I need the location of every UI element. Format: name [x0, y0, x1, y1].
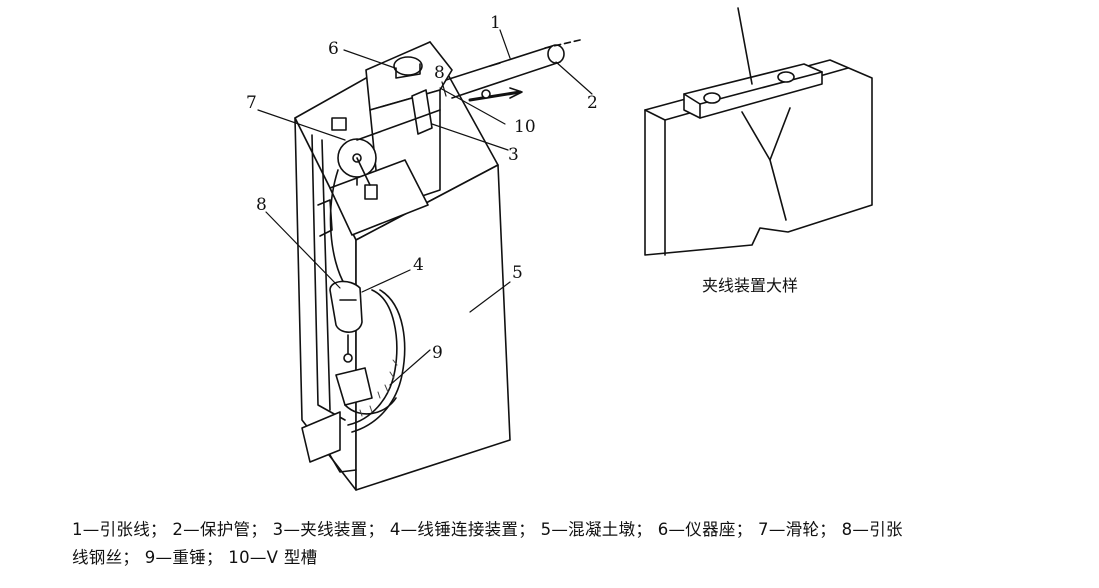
label-9: 9 — [432, 343, 443, 363]
detail-title: 夹线装置大样 — [702, 276, 798, 295]
number-labels: 1 2 3 4 5 6 7 8 8 9 10 — [246, 13, 598, 363]
label-10: 10 — [514, 117, 536, 137]
plumb-connector — [329, 280, 363, 363]
label-3: 3 — [508, 145, 519, 165]
protection-pipe — [445, 39, 581, 99]
pulley — [329, 117, 429, 236]
label-7: 7 — [246, 93, 257, 113]
caption-line-1: 1—引张线； 2—保护管； 3—夹线装置； 4—线锤连接装置； 5—混凝土墩； … — [72, 520, 903, 539]
leader-lines — [257, 29, 593, 386]
label-8-top: 8 — [434, 63, 445, 83]
clamp-detail — [644, 7, 873, 256]
heavy-weight — [335, 359, 398, 417]
figure-caption: 1—引张线； 2—保护管； 3—夹线装置； 4—线锤连接装置； 5—混凝土墩； … — [72, 516, 1082, 572]
wire-clamp — [411, 87, 523, 135]
steel-wire — [317, 109, 441, 286]
label-6: 6 — [328, 39, 339, 59]
label-5: 5 — [512, 263, 523, 283]
caption-line-2: 线钢丝； 9—重锤； 10—V 型槽 — [72, 548, 318, 567]
label-8-left: 8 — [256, 195, 267, 215]
label-4: 4 — [413, 255, 424, 275]
label-1: 1 — [490, 13, 501, 33]
schematic-figure: 1 2 3 4 5 6 7 8 8 9 10 夹线装置大样 — [246, 7, 873, 491]
label-2: 2 — [587, 93, 598, 113]
